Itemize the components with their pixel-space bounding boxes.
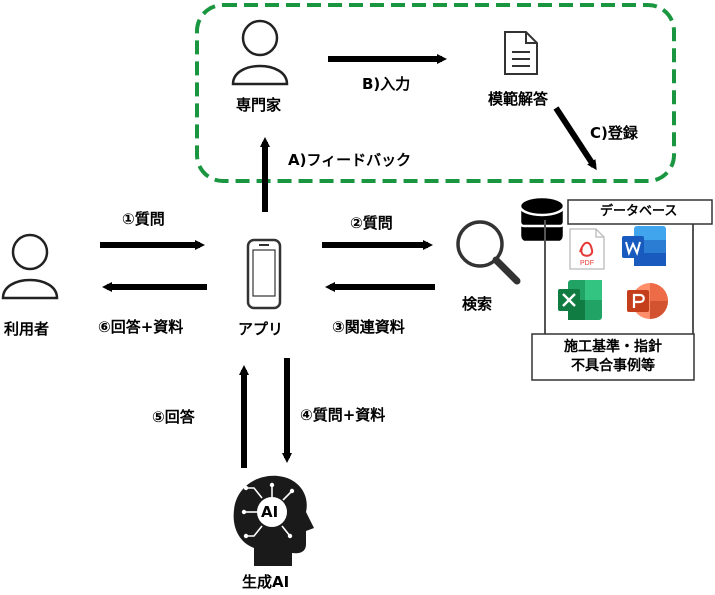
database-contents-line2: 不具合事例等 (571, 358, 655, 374)
excel-icon (558, 280, 602, 320)
magnifier-icon (456, 220, 521, 285)
expert-person-icon (231, 19, 289, 86)
word-icon (622, 226, 666, 266)
a6-label: ⑥回答+資料 (98, 318, 184, 336)
search-label: 検索 (462, 295, 493, 313)
q1-label: ①質問 (122, 210, 165, 228)
pdf-icon (569, 228, 605, 270)
ai-head-icon (233, 475, 314, 566)
database-contents-label: 施工基準・指針 不具合事例等 (532, 338, 694, 376)
document-icon (504, 31, 538, 75)
c-register-label: C)登録 (590, 124, 638, 142)
database-frame (544, 220, 694, 337)
expert-region-border (195, 3, 676, 183)
user-person-icon (1, 233, 59, 300)
b-input-label: B)入力 (362, 75, 411, 93)
ai-badge: AI (261, 503, 279, 521)
arrows (100, 54, 597, 468)
database-icon (518, 195, 566, 248)
smartphone-icon (246, 238, 282, 310)
database-label-box (567, 199, 713, 225)
database-contents-box (531, 333, 695, 381)
model-answer-label: 模範解答 (488, 90, 549, 108)
database-label: データベース (600, 204, 678, 219)
ai-label: 生成AI (242, 573, 290, 591)
powerpoint-icon (627, 283, 668, 319)
r3-label: ③関連資料 (332, 318, 405, 336)
database-contents-line1: 施工基準・指針 (564, 339, 662, 355)
app-label: アプリ (238, 320, 284, 338)
a-feedback-label: A)フィードバック (288, 151, 412, 169)
arrow-c-register (553, 106, 597, 171)
user-label: 利用者 (4, 320, 50, 338)
expert-label: 専門家 (236, 96, 282, 114)
a5-label: ⑤回答 (152, 408, 195, 426)
q4-label: ④質問+資料 (300, 406, 386, 424)
pdf-icon-text: PDF (580, 260, 594, 267)
q2-label: ②質問 (350, 214, 393, 232)
